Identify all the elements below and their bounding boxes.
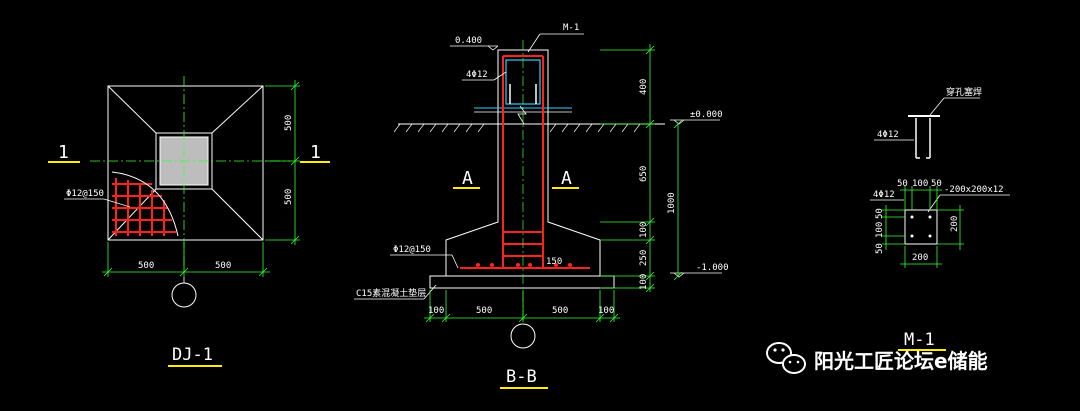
bb-dim-250: 250	[639, 250, 649, 266]
bb-axis-bubble	[510, 323, 536, 349]
bb-dim-650: 650	[639, 166, 649, 182]
m1-top-dim-2: 50	[931, 179, 942, 189]
m1-bottom-dimension	[900, 246, 942, 268]
bb-column-rebar	[460, 55, 590, 269]
dj1-section-mark-left: 1	[58, 142, 69, 163]
bb-dim-1000: 1000	[667, 192, 677, 214]
m1-detail: 穿孔塞焊 4Φ12 -200x200x12 4Φ12 50 100 50	[870, 86, 1010, 351]
bb-dim-bottom-3: 100	[598, 306, 614, 316]
m1-top-dimension	[900, 186, 942, 210]
m1-top-dim-0: 50	[897, 179, 908, 189]
m1-bar-label-top: 4Φ12	[877, 130, 899, 140]
dj1-outline	[107, 85, 264, 241]
m1-right-dim: 200	[950, 216, 960, 232]
dj1-dim-bottom-right: 500	[215, 261, 231, 271]
bb-rebar-label: Φ12@150	[393, 245, 431, 255]
bb-vertical-dimension	[600, 44, 683, 293]
bb-dim-bottom-0: 100	[428, 306, 444, 316]
dj1-rebar-grid	[112, 178, 176, 236]
m1-plate	[904, 209, 938, 245]
watermark: 阳光工匠论坛e储能	[766, 342, 988, 374]
bb-dim-400: 400	[639, 79, 649, 95]
m1-title: M-1	[904, 330, 935, 350]
m1-right-dimension	[937, 205, 964, 250]
bb-title: B-B	[506, 367, 537, 387]
bb-dim-100a: 100	[639, 222, 649, 238]
bb-plate-label: M-1	[563, 23, 579, 33]
dj1-rebar-label: Φ12@150	[66, 189, 104, 199]
bb-dim-bottom-1: 500	[476, 306, 492, 316]
dj1-axis-bubble	[171, 282, 197, 308]
dj1-section-mark-right: 1	[310, 142, 321, 163]
m1-bar-label-bottom: 4Φ12	[873, 190, 895, 200]
bb-dim-100b: 100	[639, 274, 649, 290]
dj1-right-dimension	[265, 80, 300, 245]
m1-bottom-dim: 200	[912, 253, 928, 263]
m1-top-dim-1: 100	[912, 179, 928, 189]
bb-bottom-bar-dots	[476, 263, 572, 267]
m1-left-dim-0: 50	[875, 208, 885, 219]
bb-ground-elevation: ±0.000	[690, 110, 723, 120]
bb-dim-bottom-2: 500	[552, 306, 568, 316]
dj1-dim-right-top: 500	[284, 115, 294, 131]
wechat-icon	[766, 342, 806, 374]
m1-left-dim-2: 50	[875, 243, 885, 254]
watermark-text: 阳光工匠论坛e储能	[814, 349, 988, 373]
m1-plate-size: -200x200x12	[944, 185, 1004, 195]
bb-top-elevation: 0.400	[455, 36, 482, 46]
m1-left-dimension	[882, 205, 905, 250]
dj1-dim-right-bottom: 500	[284, 189, 294, 205]
m1-weld-label: 穿孔塞焊	[946, 86, 982, 98]
bb-section-a-right: A	[561, 168, 572, 189]
bb-bar-label: 4Φ12	[466, 70, 488, 80]
dj1-bottom-dimension	[102, 242, 270, 277]
bb-section-a-left: A	[462, 168, 473, 189]
dj1-title: DJ-1	[172, 345, 213, 365]
dj1-plan: Φ12@150 1 1 500 500 500	[48, 76, 330, 367]
dj1-dim-bottom-left: 500	[138, 261, 154, 271]
bb-bottom-elevation: -1.000	[696, 263, 729, 273]
bb-cushion-label: C15素混凝土垫层	[356, 287, 426, 299]
bb-section: 0.400 M-1 4Φ12 A A Φ12@150 150 C15素混凝土垫层…	[354, 23, 729, 389]
bb-cushion-layer	[429, 275, 615, 289]
m1-left-dim-1: 100	[875, 222, 885, 238]
bb-bottom-dimension	[424, 290, 620, 323]
bb-bottom-bar-dim: 150	[546, 257, 562, 267]
